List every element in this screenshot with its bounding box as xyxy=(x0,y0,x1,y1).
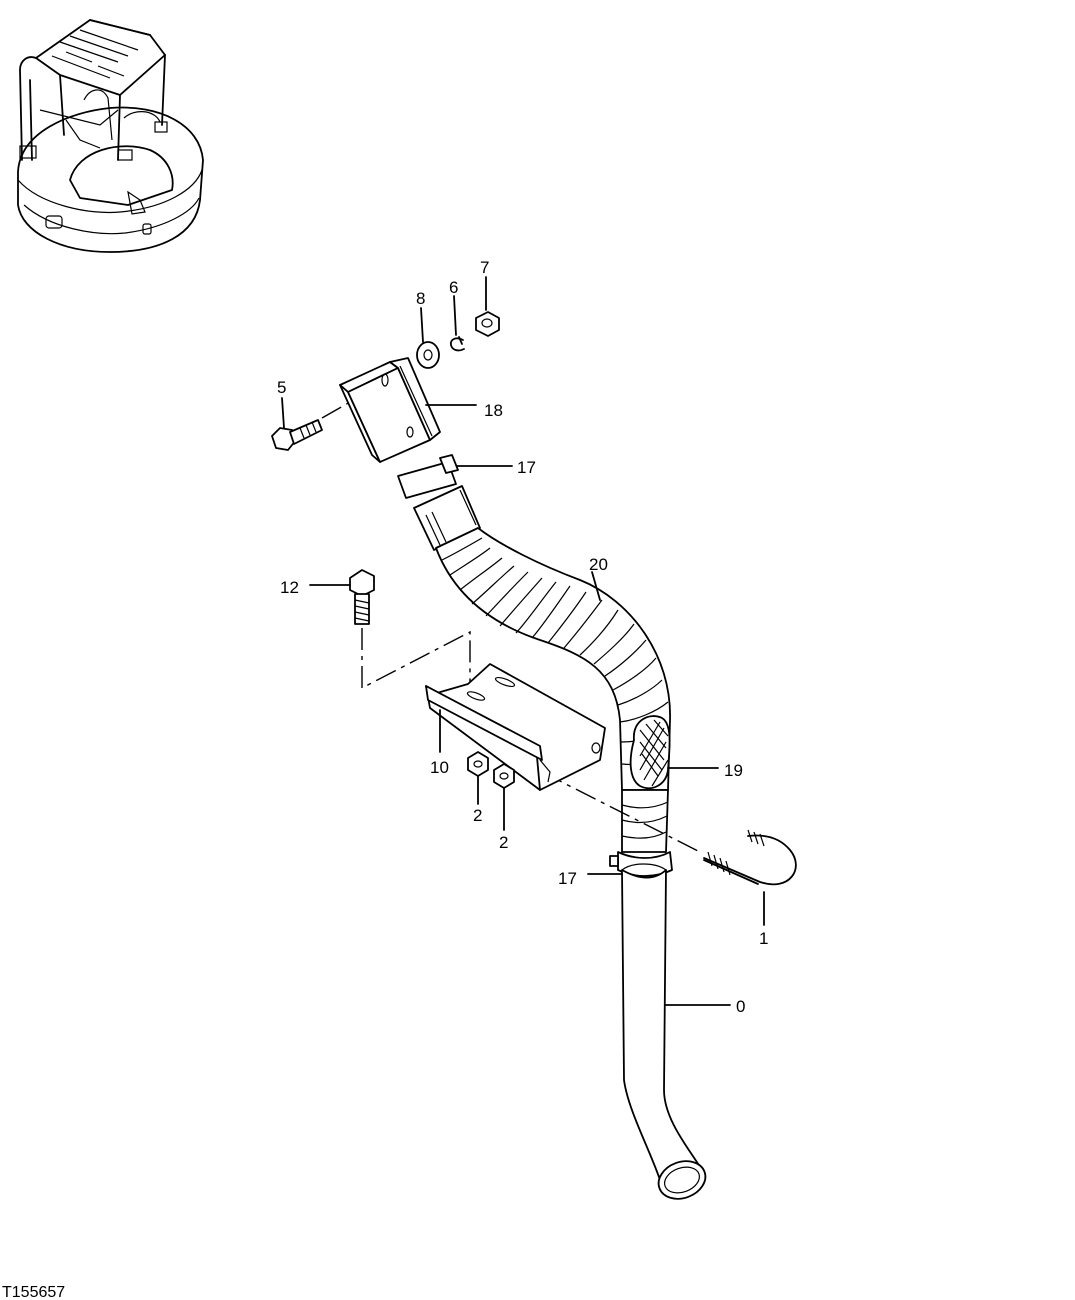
callout-1: 1 xyxy=(759,929,768,948)
figure-id: T155657 xyxy=(2,1284,65,1300)
nut-2-left xyxy=(467,751,489,777)
callout-12: 12 xyxy=(280,578,299,597)
machine-locator-thumbnail xyxy=(17,19,204,253)
washer-8 xyxy=(416,341,440,369)
callout-10: 10 xyxy=(430,758,449,777)
pipe-coupling xyxy=(621,789,669,853)
callout-18: 18 xyxy=(484,401,503,420)
heat-shield-19 xyxy=(629,715,671,790)
callout-17-top: 17 xyxy=(517,458,536,477)
callout-19: 19 xyxy=(724,761,743,780)
lock-washer-6 xyxy=(450,336,465,352)
callout-2-left: 2 xyxy=(473,806,482,825)
bolt-5 xyxy=(271,419,323,451)
callout-2-right: 2 xyxy=(499,833,508,852)
callout-20: 20 xyxy=(589,555,608,574)
callout-6: 6 xyxy=(449,278,458,297)
bolt-12 xyxy=(349,569,375,625)
flex-hose-20 xyxy=(435,527,671,791)
bracket-18 xyxy=(339,357,441,463)
support-bracket-10 xyxy=(425,663,606,791)
callout-7: 7 xyxy=(480,258,489,277)
hose-clamp-17-top xyxy=(397,454,459,499)
nut-2-right xyxy=(493,763,515,789)
callout-8: 8 xyxy=(416,289,425,308)
callout-5: 5 xyxy=(277,378,286,397)
lock-nut-7 xyxy=(475,311,500,337)
callout-0: 0 xyxy=(736,997,745,1016)
tail-pipe-0 xyxy=(621,863,707,1200)
u-bolt-1 xyxy=(703,829,797,886)
callout-17-bottom: 17 xyxy=(558,869,577,888)
